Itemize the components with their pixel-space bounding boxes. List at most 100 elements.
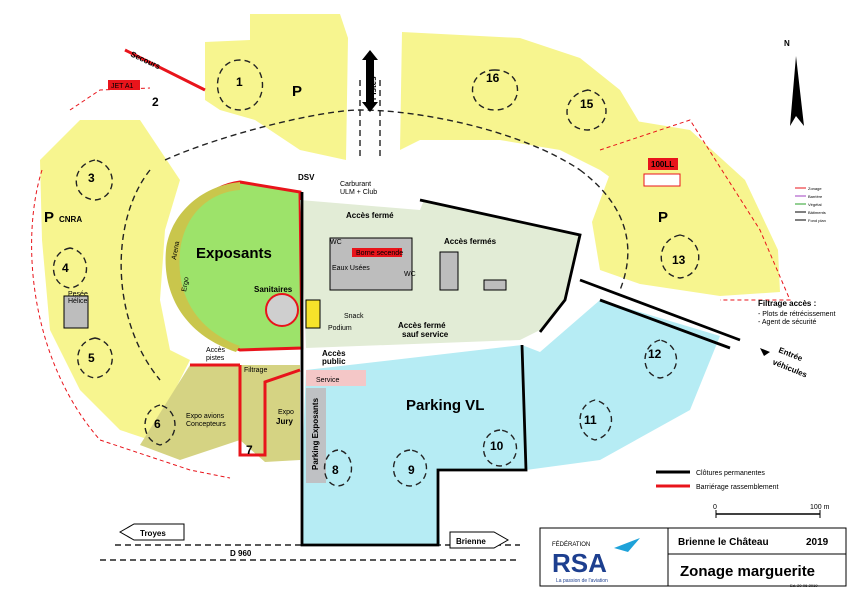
ulm-club-label: ULM + Club <box>340 189 377 196</box>
federation-label: FÉDÉRATION <box>552 541 590 548</box>
legend-barrier-label: Barriérage rassemblement <box>696 484 779 491</box>
zone-area-16 <box>400 32 660 196</box>
zone-label-13: 13 <box>672 253 686 267</box>
zone-label-7: 7 <box>246 443 253 457</box>
svg-text:0: 0 <box>713 504 717 511</box>
parking-p-top: P <box>292 83 302 100</box>
mini-legend: Zonage Barrière Végétal Bâtiments Fond p… <box>795 186 826 223</box>
secours-label: Secours <box>129 50 162 72</box>
exposants-label: Exposants <box>196 245 272 262</box>
service-area <box>306 370 366 386</box>
zone-area-1 <box>205 14 348 160</box>
helice-label: Hélice <box>68 298 88 305</box>
svg-text:Végétal: Végétal <box>808 202 822 207</box>
podium-label: Podium <box>328 325 352 332</box>
borne-badge <box>352 248 402 257</box>
pesee-building <box>63 295 89 329</box>
zone-label-4: 4 <box>62 261 69 275</box>
expo-label: Expo <box>278 409 294 416</box>
d960-label: D 960 <box>230 549 252 558</box>
jet-a1-label: JET A1 <box>111 83 134 90</box>
arena-label: Arena <box>171 241 181 261</box>
zone-label-11: 11 <box>584 413 597 427</box>
zone-label-8: 8 <box>332 463 339 477</box>
zone-label-3: 3 <box>88 171 95 185</box>
pistes-small-label: pistes <box>206 355 225 362</box>
expo-avions-label: Expo avions <box>186 413 225 420</box>
svg-text:Fond plan: Fond plan <box>808 218 826 223</box>
pistes-label: Pistes <box>369 76 378 100</box>
zone-label-15: 15 <box>580 97 594 111</box>
tagline: La passion de l'aviation <box>556 578 608 584</box>
service-label: Service <box>316 377 339 384</box>
zone-label-12: 12 <box>648 347 662 361</box>
svg-text:Zonage: Zonage <box>808 186 822 191</box>
sauf-service-label: sauf service <box>402 330 449 339</box>
zone-area-6 <box>140 365 300 462</box>
svg-text:Bâtiments: Bâtiments <box>808 210 826 215</box>
taxiways <box>53 59 700 561</box>
borne-label: Borne secende <box>356 250 403 257</box>
zone-label-16: 16 <box>486 71 500 85</box>
zone-labels: 1 2 3 4 5 6 7 8 9 10 11 12 13 15 16 <box>62 71 686 477</box>
scale-bar: 0 100 m <box>713 504 830 518</box>
wc-label-1: WC <box>330 239 342 246</box>
north-label: N <box>784 39 790 48</box>
parking-vl-area <box>302 300 720 545</box>
zone-label-1: 1 <box>236 75 243 89</box>
parking-exposants-label: Parking Exposants <box>311 397 320 470</box>
jury-label: Jury <box>276 417 293 426</box>
parking-exposants-area <box>306 388 326 483</box>
fuel-100ll-label: 100LL <box>651 160 674 169</box>
cnra-label: CNRA <box>59 215 82 224</box>
zone-label-10: 10 <box>490 439 504 453</box>
bird-logo-icon <box>614 538 640 552</box>
north-arrow-icon <box>790 56 804 126</box>
entree-arrow <box>760 348 770 356</box>
pistes-arrow <box>362 50 378 112</box>
svg-text:100 m: 100 m <box>810 504 830 511</box>
filtrage-acces-title: Filtrage accès : <box>758 299 816 308</box>
fuel-100ll-badge <box>648 158 678 170</box>
ergo-label: Ergo <box>181 276 190 292</box>
eaux-usees-label: Eaux Usées <box>332 265 370 272</box>
filtrage-item-2: - Agent de sécurité <box>758 319 816 326</box>
vehicules-label: véhicules <box>771 358 809 380</box>
secondary-building <box>439 251 459 291</box>
troyes-label: Troyes <box>140 529 166 538</box>
filtrage-item-1: - Plots de rétrécissement <box>758 311 835 318</box>
ref-label: Ed. 20-06-2019 <box>790 583 818 588</box>
podium-building <box>305 299 321 329</box>
public-label: public <box>322 357 346 366</box>
brienne-label: Brienne <box>456 537 486 546</box>
title-block: FÉDÉRATION RSA La passion de l'aviation … <box>539 527 847 588</box>
hangar-building <box>329 237 413 291</box>
place-label: Brienne le Château <box>678 537 769 548</box>
legend: Clôtures permanentes Barriérage rassembl… <box>656 470 779 491</box>
zone-label-5: 5 <box>88 351 95 365</box>
small-building <box>483 279 507 291</box>
year-label: 2019 <box>806 537 829 548</box>
pesee-label: Pesée <box>68 291 88 298</box>
acces-fermes-label: Accès fermés <box>444 237 497 246</box>
dsv-label: DSV <box>298 173 315 182</box>
troyes-sign <box>118 523 185 541</box>
arena-center <box>265 293 299 327</box>
acces-public-label: Accès <box>322 349 346 358</box>
secours-arrow <box>124 48 206 92</box>
fuel-truck-icon <box>643 173 681 187</box>
svg-text:Barrière: Barrière <box>808 194 823 199</box>
acces-pistes-label: Accès <box>206 347 226 354</box>
zone-area-left <box>40 120 190 440</box>
arena-ring <box>165 182 240 352</box>
parking-p-cnra: P <box>44 209 54 226</box>
acces-ferme-sauf-label: Accès fermé <box>398 321 446 330</box>
zoning-outline <box>31 87 791 479</box>
legend-fence-label: Clôtures permanentes <box>696 470 765 477</box>
zone-label-6: 6 <box>154 417 161 431</box>
brienne-sign <box>449 531 510 549</box>
filtrage-label: Filtrage <box>244 367 267 374</box>
title-label: Zonage marguerite <box>680 563 815 580</box>
rsa-logo: RSA <box>552 548 607 578</box>
